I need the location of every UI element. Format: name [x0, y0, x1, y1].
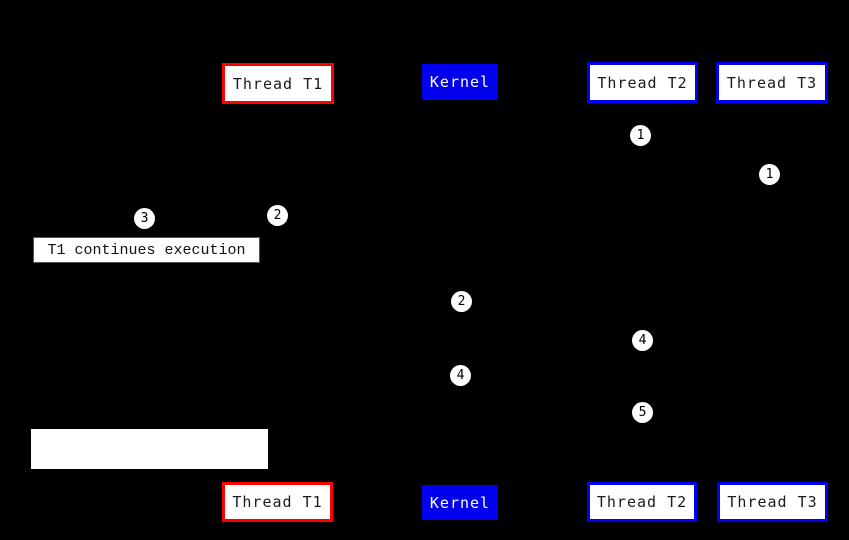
thread-t1-label-top: Thread T1	[232, 74, 324, 93]
thread-t3-box-bottom: Thread T3	[717, 482, 828, 522]
thread-t1-box-top: Thread T1	[222, 63, 334, 104]
thread-t1-box-bottom: Thread T1	[222, 482, 333, 522]
kernel-label-bottom: Kernel	[429, 493, 491, 512]
kernel-label-top: Kernel	[429, 73, 491, 91]
thread-t2-box-top: Thread T2	[587, 62, 698, 103]
step-marker-2-kernel: 2	[451, 291, 472, 312]
thread-t3-box-top: Thread T3	[716, 62, 828, 103]
thread-t2-label-bottom: Thread T2	[596, 493, 688, 511]
note-t1-continues-execution: T1 continues execution	[33, 237, 260, 263]
step-marker-4-thread-t2: 4	[632, 330, 653, 351]
kernel-box-top: Kernel	[422, 64, 498, 100]
note-text: T1 continues execution	[47, 241, 246, 259]
step-marker-3-thread-t1: 3	[134, 208, 155, 229]
thread-t3-label-bottom: Thread T3	[727, 493, 818, 511]
step-marker-1-thread-t3: 1	[759, 164, 780, 185]
thread-t2-label-top: Thread T2	[597, 73, 688, 92]
step-marker-1-thread-t2: 1	[630, 125, 651, 146]
step-marker-2-thread-t1: 2	[267, 205, 288, 226]
step-marker-5-thread-t2: 5	[632, 402, 653, 423]
thread-t3-label-top: Thread T3	[726, 73, 818, 92]
thread-t2-box-bottom: Thread T2	[587, 482, 697, 522]
step-marker-4-kernel: 4	[450, 365, 471, 386]
kernel-box-bottom: Kernel	[422, 485, 498, 520]
blank-label-box	[31, 429, 268, 469]
thread-t1-label-bottom: Thread T1	[232, 493, 323, 511]
